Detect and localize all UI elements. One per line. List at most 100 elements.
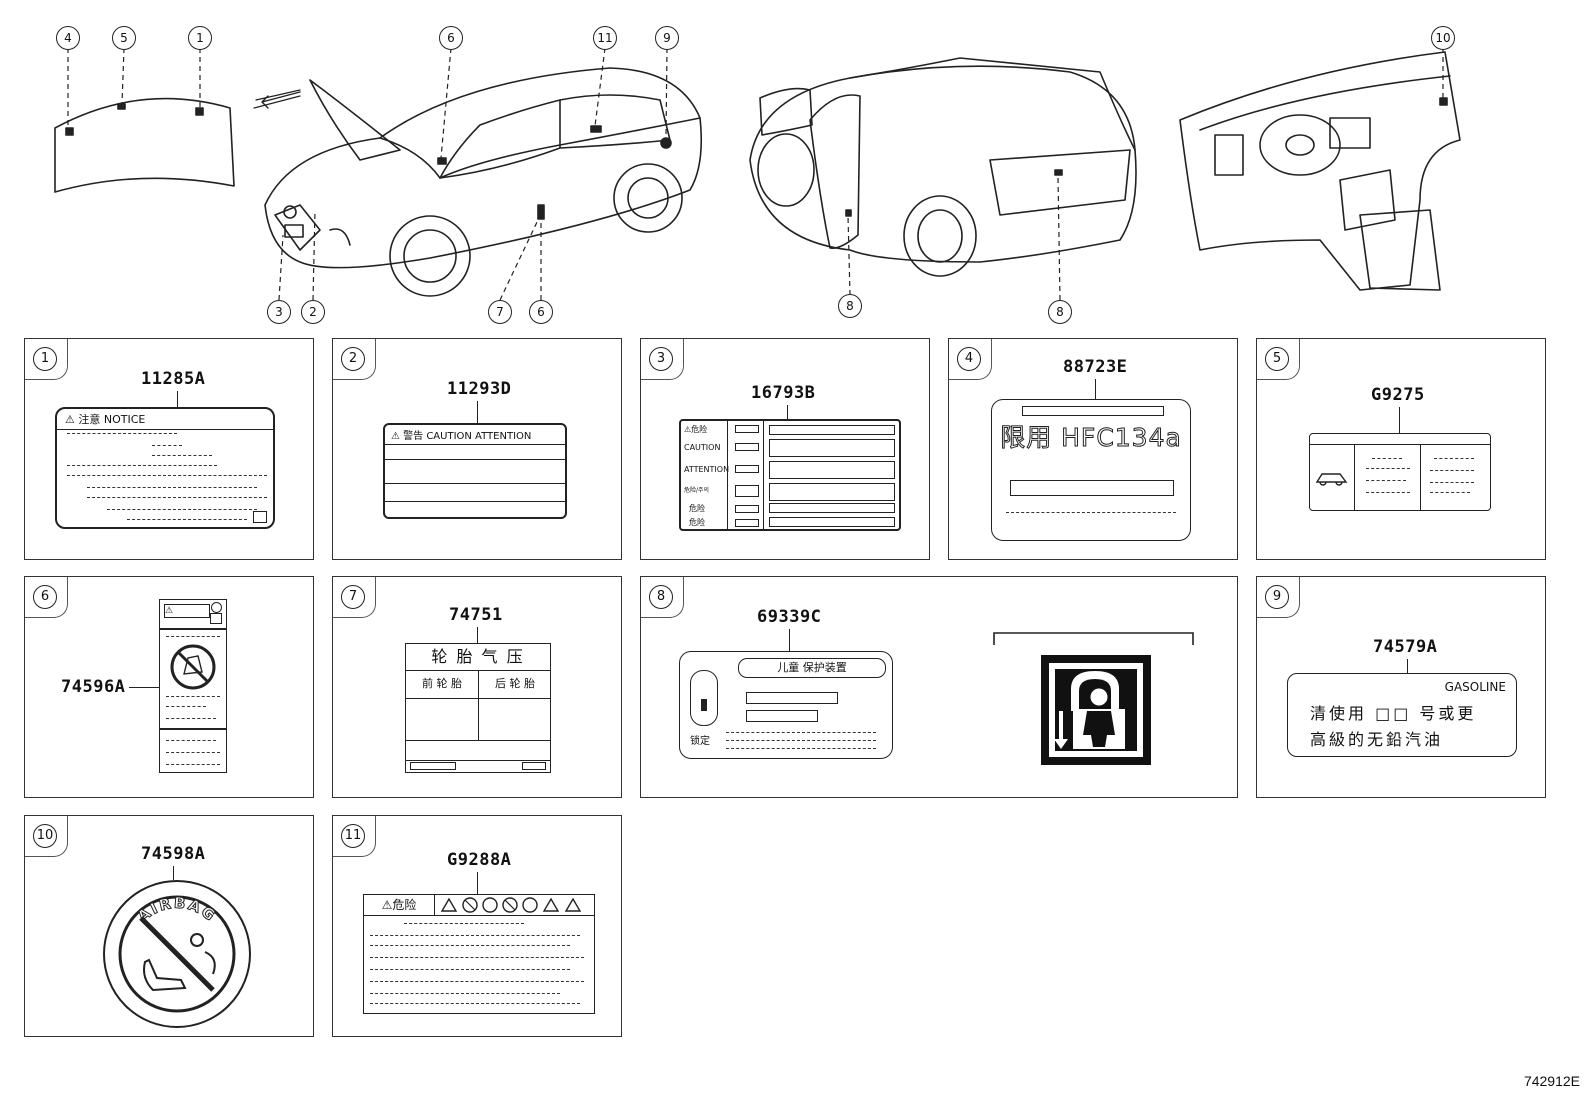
col-line [1354, 444, 1355, 510]
callout-7: 7 [488, 300, 512, 324]
callout-6-top: 6 [439, 26, 463, 50]
text-block [769, 425, 895, 435]
panel-corner [333, 577, 376, 618]
part-code: 16793B [751, 383, 816, 403]
part-code: 88723E [1063, 357, 1128, 377]
cell [735, 443, 759, 451]
text-line [87, 497, 267, 498]
text-line [370, 981, 584, 982]
panel-6: 6 74596A ⚠ [24, 576, 314, 798]
row-label: ATTENTION [684, 465, 730, 474]
panel-number: 2 [341, 347, 365, 371]
text-block [769, 503, 895, 513]
text-line [370, 1003, 580, 1004]
small-box [253, 511, 267, 523]
front-tire-label: 前 轮 胎 [406, 670, 478, 699]
text-line [1434, 458, 1474, 459]
text-line [1372, 458, 1402, 459]
panel-corner [641, 577, 684, 618]
text-line [107, 509, 257, 510]
panel-corner [949, 339, 992, 380]
person-icon [211, 602, 222, 613]
leader-line [173, 866, 174, 880]
text-line [67, 433, 177, 434]
car-icon [1315, 473, 1348, 486]
text-line [404, 923, 524, 924]
text-line [166, 706, 206, 707]
panel-corner [333, 816, 376, 857]
lock-label: 锁定 [690, 736, 710, 747]
row-line [385, 501, 565, 502]
tire-pressure-title: 轮 胎 气 压 [406, 644, 550, 671]
panel-number: 4 [957, 347, 981, 371]
leader-line [787, 405, 788, 419]
text-block [769, 483, 895, 501]
fuel-instruction-line1: 清使用 □□ 号或更 [1310, 704, 1477, 723]
text-line [166, 764, 220, 765]
text-block [769, 439, 895, 457]
label-header: ⚠ 注意 NOTICE [57, 409, 273, 430]
panel-9: 9 74579A GASOLINE 清使用 □□ 号或更 高級的无鉛汽油 [1256, 576, 1546, 798]
switch-knob [701, 699, 707, 711]
callout-9: 9 [655, 26, 679, 50]
rear-tire-label: 后 轮 胎 [478, 670, 551, 699]
callout-5: 5 [112, 26, 136, 50]
leader-line [1095, 379, 1096, 399]
callout-11: 11 [593, 26, 617, 50]
callout-3: 3 [267, 300, 291, 324]
callout-6-bottom: 6 [529, 300, 553, 324]
callout-1: 1 [188, 26, 212, 50]
leader-line [1399, 407, 1400, 433]
text-line [1366, 480, 1406, 481]
leader-line [177, 391, 178, 407]
child-lock-pictogram [993, 632, 1194, 765]
label-G9275 [1309, 433, 1491, 511]
panel-number: 3 [649, 347, 673, 371]
leader-line [477, 627, 478, 643]
text-line [1366, 468, 1410, 469]
cell [410, 762, 456, 770]
text-line [152, 445, 182, 446]
part-code: 11293D [447, 379, 512, 399]
text-line [166, 740, 216, 741]
text-line [370, 935, 580, 936]
text-line [1006, 512, 1176, 513]
panel-4: 4 88723E 限用 HFC134a [948, 338, 1238, 560]
warning-triangle-icon: ⚠ [164, 604, 210, 618]
leader-line [129, 687, 159, 688]
row-label: ⚠危险 [684, 425, 708, 434]
text-line [1366, 492, 1410, 493]
panel-corner [1257, 339, 1300, 380]
part-code: 74751 [449, 605, 503, 625]
text-line [370, 957, 584, 958]
panel-number: 8 [649, 585, 673, 609]
callout-8-right: 8 [1048, 300, 1072, 324]
row-line [364, 915, 594, 916]
child-lock-header: 儿童 保护装置 [738, 658, 886, 678]
text-line [166, 636, 220, 637]
label-header: ⚠ 警告 CAUTION ATTENTION [385, 425, 565, 445]
label-88723E: 限用 HFC134a [991, 399, 1191, 541]
panel-1: 1 11285A ⚠ 注意 NOTICE [24, 338, 314, 560]
text-line [1430, 470, 1474, 471]
cell [735, 505, 759, 513]
drawing-id: 742912E [1523, 1073, 1580, 1089]
text-block [746, 710, 818, 722]
text-line [166, 752, 220, 753]
callout-2: 2 [301, 300, 325, 324]
part-code: 74596A [61, 677, 126, 697]
cell [735, 425, 759, 433]
seat-icon [210, 613, 222, 624]
panel-number: 5 [1265, 347, 1289, 371]
label-74579A: GASOLINE 清使用 □□ 号或更 高級的无鉛汽油 [1287, 673, 1517, 757]
part-code: G9288A [447, 850, 512, 870]
text-block [1010, 480, 1174, 496]
row-line [1310, 444, 1490, 445]
text-line [370, 945, 570, 946]
text-line [726, 740, 876, 741]
text-block [1022, 406, 1164, 416]
panel-number: 10 [33, 824, 57, 848]
panel-2: 2 11293D ⚠ 警告 CAUTION ATTENTION [332, 338, 622, 560]
part-code: G9275 [1371, 385, 1425, 405]
panel-corner [1257, 577, 1300, 618]
